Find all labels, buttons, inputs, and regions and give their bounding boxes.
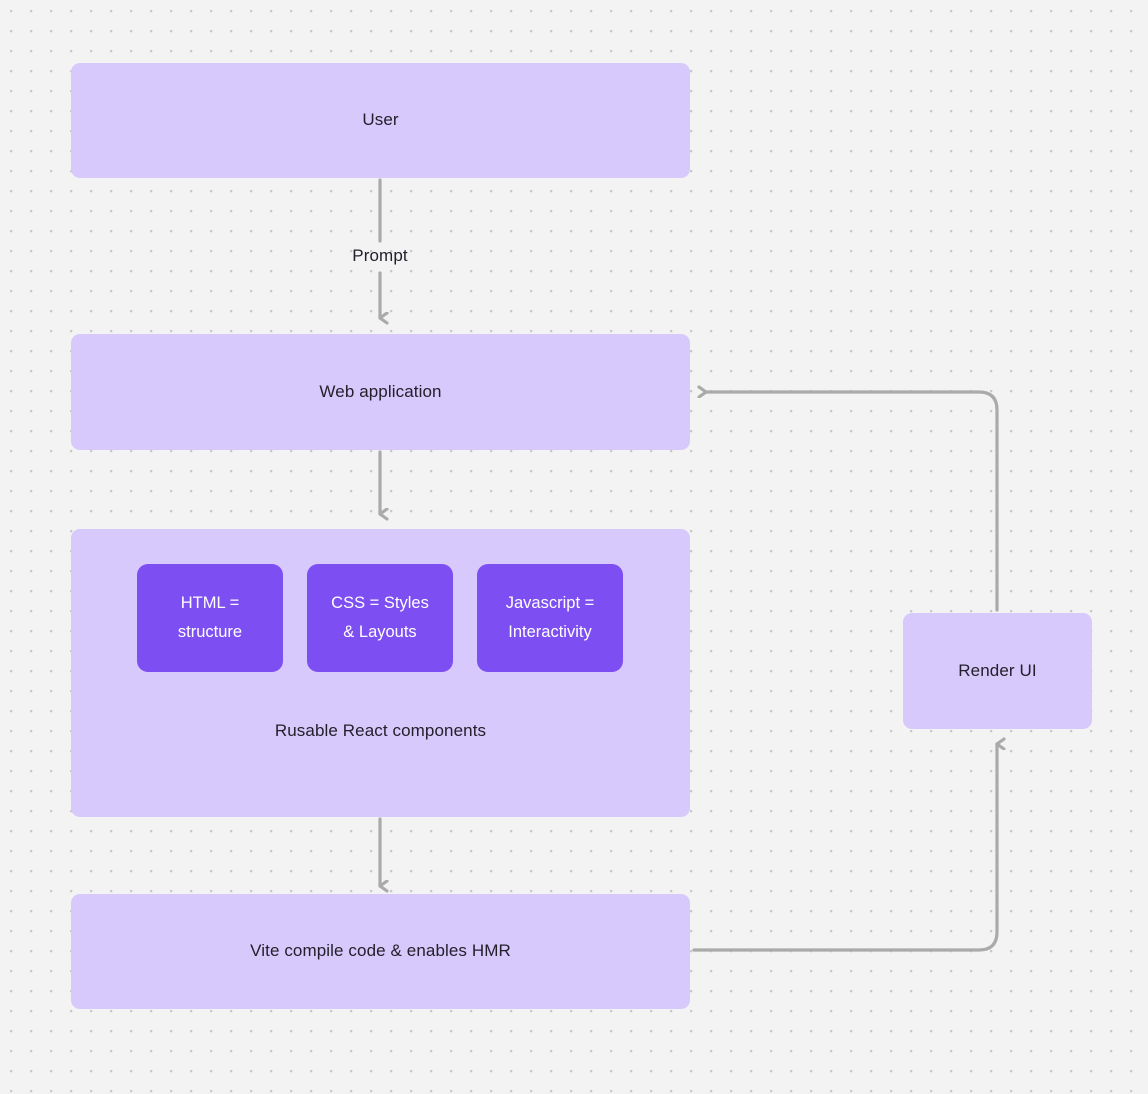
chip-javascript-line-2: Interactivity bbox=[508, 623, 592, 641]
edge-render-ui-to-web-application bbox=[706, 392, 999, 612]
node-render-ui-label: Render UI bbox=[958, 660, 1037, 680]
node-render-ui[interactable]: Render UI bbox=[903, 613, 1092, 729]
chip-javascript[interactable]: Javascript = Interactivity bbox=[477, 564, 623, 672]
chip-css-label: CSS = Styles & Layouts bbox=[331, 589, 429, 647]
chip-javascript-label: Javascript = Interactivity bbox=[506, 589, 595, 647]
node-reusable-components-group[interactable]: HTML = structure CSS = Styles & Layouts … bbox=[71, 529, 690, 817]
chip-css[interactable]: CSS = Styles & Layouts bbox=[307, 564, 453, 672]
group-caption-reusable-components: Rusable React components bbox=[71, 721, 690, 741]
node-web-application-label: Web application bbox=[319, 381, 442, 401]
chip-html-line-2: structure bbox=[177, 623, 243, 641]
chip-html-label: HTML = structure bbox=[178, 589, 242, 647]
chip-html-line-1: HTML = bbox=[180, 594, 240, 613]
chip-css-line-1: CSS = Styles bbox=[331, 594, 429, 613]
node-vite-label: Vite compile code & enables HMR bbox=[250, 941, 511, 961]
node-web-application[interactable]: Web application bbox=[71, 334, 690, 450]
node-vite[interactable]: Vite compile code & enables HMR bbox=[71, 894, 690, 1009]
chip-css-line-2: & Layouts bbox=[343, 623, 417, 641]
node-user-label: User bbox=[362, 110, 399, 130]
edge-vite-to-render-ui bbox=[692, 744, 997, 952]
edge-label-prompt: Prompt bbox=[330, 246, 430, 266]
node-user[interactable]: User bbox=[71, 63, 690, 178]
chip-html[interactable]: HTML = structure bbox=[137, 564, 283, 672]
edge-label-prompt-text: Prompt bbox=[352, 246, 408, 265]
group-caption-text: Rusable React components bbox=[274, 721, 487, 740]
chip-javascript-line-1: Javascript = bbox=[505, 594, 595, 613]
